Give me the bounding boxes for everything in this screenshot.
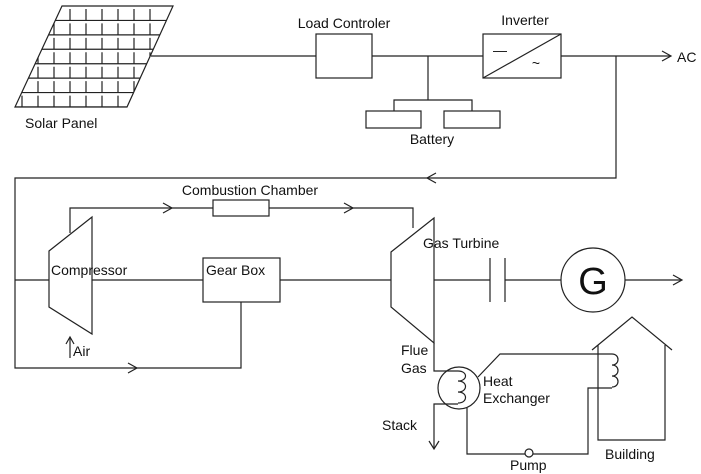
- battery: [365, 56, 501, 129]
- load-controller-label: Load Controler: [298, 15, 391, 31]
- pump: [524, 448, 534, 458]
- coil-icon: [457, 370, 467, 404]
- load-controller: [315, 33, 373, 79]
- combustion-chamber-label: Combustion Chamber: [182, 182, 319, 198]
- flue-gas-label-1: Flue: [401, 342, 428, 358]
- pump-label: Pump: [510, 457, 547, 473]
- flue-gas-label-2: Gas: [401, 360, 427, 376]
- arrow-left-icon: [425, 172, 437, 184]
- ac-label: AC: [677, 49, 696, 65]
- feedback-line: [14, 56, 617, 369]
- stack-label: Stack: [382, 417, 418, 433]
- air-label: Air: [73, 343, 90, 359]
- gear-box-label: Gear Box: [206, 262, 265, 278]
- ac-symbol: ~: [532, 55, 540, 71]
- generator-label: G: [578, 261, 608, 303]
- heat-exchanger: [437, 366, 481, 410]
- arrow-right-icon: [672, 274, 684, 286]
- stack-arrow-icon: [428, 440, 440, 451]
- gear-box: [202, 257, 281, 303]
- compressor-label: Compressor: [51, 262, 128, 278]
- compressor: [48, 215, 93, 336]
- building-label: Building: [605, 446, 655, 462]
- battery-label: Battery: [410, 131, 454, 147]
- heat-exchanger-label-1: Heat: [483, 373, 513, 389]
- inverter: — ~: [482, 33, 562, 79]
- arrow-right-icon: [127, 362, 139, 374]
- arrow-right-icon: [162, 202, 174, 214]
- ac-arrow-icon: [661, 50, 673, 62]
- heat-exchanger-label-2: Exchanger: [483, 390, 550, 406]
- building: [591, 316, 673, 441]
- gas-turbine-label: Gas Turbine: [423, 235, 499, 251]
- air-arrow-icon: [65, 335, 75, 345]
- building-coil-icon: [611, 353, 619, 388]
- solar-panel-label: Solar Panel: [25, 115, 97, 131]
- combustion-chamber: [212, 199, 270, 217]
- inverter-label: Inverter: [501, 12, 549, 28]
- dc-symbol: —: [493, 42, 507, 58]
- arrow-right-icon: [343, 202, 355, 214]
